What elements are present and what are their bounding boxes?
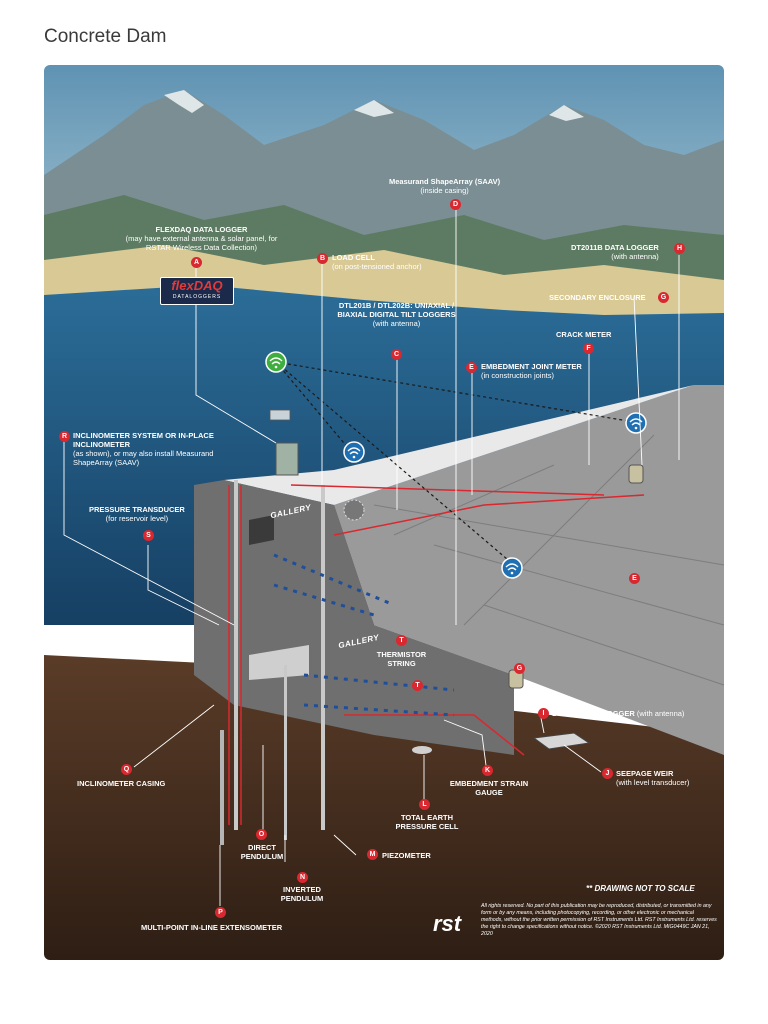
label-c: DTL201B / DTL202B: UNIAXIAL / BIAXIAL DI…	[337, 301, 456, 328]
ground	[44, 655, 724, 960]
label-r: INCLINOMETER SYSTEM or IN-PLACE INCLINOM…	[73, 431, 214, 467]
secondary-enclosure-upper	[628, 464, 644, 484]
pendulum-wire	[284, 665, 287, 840]
badge-d: D	[450, 199, 461, 210]
wifi-icon	[265, 351, 287, 373]
badge-t: T	[396, 635, 407, 646]
badge-i: I	[538, 708, 549, 719]
wifi-icon	[501, 557, 523, 579]
badge-c: C	[391, 349, 402, 360]
label-p: MULTI-POINT IN-LINE EXTENSOMETER	[141, 923, 283, 932]
label-l: TOTAL EARTH PRESSURE CELL	[395, 813, 459, 831]
signal-cables	[228, 484, 645, 825]
label-t: THERMISTOR STRING	[376, 650, 427, 668]
wireless-links	[275, 361, 635, 566]
page-title: Concrete Dam	[44, 26, 167, 47]
solar-panel	[269, 409, 291, 421]
scale-note: ** DRAWING NOT TO SCALE	[586, 884, 695, 893]
badge-g-2: G	[514, 663, 525, 674]
badge-o: O	[256, 829, 267, 840]
lower-gallery-opening	[249, 645, 309, 680]
wifi-icon	[625, 412, 647, 434]
data-logger-enclosure	[275, 442, 299, 476]
dam-joint-lines	[373, 434, 724, 686]
badge-g: G	[658, 292, 669, 303]
badge-q: Q	[121, 764, 132, 775]
badge-r: R	[59, 431, 70, 442]
copyright-notice: All rights reserved. No part of this pub…	[481, 903, 717, 937]
badge-f: F	[583, 343, 594, 354]
label-k: EMBEDMENT STRAIN GAUGE	[449, 779, 529, 797]
badge-n: N	[297, 872, 308, 883]
label-j: SEEPAGE WEIR(with level transducer)	[616, 769, 690, 787]
snow-caps	[164, 90, 584, 121]
upper-gallery-opening	[249, 515, 274, 545]
label-d: Measurand ShapeArray (SAAV)(inside casin…	[389, 177, 501, 195]
flexdaq-brand: flexDAQ	[171, 278, 223, 293]
label-o: DIRECT PENDULUM	[240, 843, 284, 861]
seepage-weir-shape	[532, 732, 591, 750]
leader-lines	[63, 205, 680, 906]
label-f: CRACK METER	[556, 330, 612, 339]
wifi-icon	[343, 441, 365, 463]
label-b: LOAD CELL(on post-tensioned anchor)	[332, 253, 422, 271]
label-n: INVERTED PENDULUM	[280, 885, 324, 903]
thermistor-strings	[273, 553, 455, 717]
inclinometer-casing-shape	[234, 480, 238, 830]
badge-s: S	[143, 530, 154, 541]
dam-crest	[224, 385, 694, 505]
badge-h: H	[674, 243, 685, 254]
pressure-cell-shape	[412, 746, 432, 754]
load-cell-anchor-shape	[321, 485, 325, 830]
badge-p: P	[215, 907, 226, 918]
dam-diagram: GALLERY GALLERY flexDAQ DATALOGGERS FLEX…	[44, 65, 724, 960]
badge-e-2: E	[629, 573, 640, 584]
label-a: FLEXDAQ DATA LOGGER (may have external a…	[125, 225, 278, 252]
label-e: EMBEDMENT JOINT METER(in construction jo…	[481, 362, 582, 380]
label-m: PIEZOMETER	[382, 851, 431, 860]
rst-logo: rst	[433, 911, 462, 936]
label-g: SECONDARY ENCLOSURE	[549, 293, 646, 302]
badge-m: M	[367, 849, 378, 860]
label-i: DT4205 DATA LOGGER (with antenna)	[552, 709, 685, 718]
dam-cross-section	[194, 480, 514, 755]
dam-illustration	[44, 65, 724, 960]
tilt-logger	[343, 499, 365, 521]
label-q: INCLINOMETER CASING	[77, 779, 166, 788]
badge-k: K	[482, 765, 493, 776]
flexdaq-sub: DATALOGGERS	[172, 294, 222, 300]
dam-downstream-face	[334, 385, 724, 755]
badge-l: L	[419, 799, 430, 810]
flexdaq-logo: flexDAQ DATALOGGERS	[160, 277, 234, 305]
badge-e: E	[466, 362, 477, 373]
extensometer-shape	[220, 730, 224, 845]
badge-j: J	[602, 768, 613, 779]
badge-a: A	[191, 257, 202, 268]
label-s: PRESSURE TRANSDUCER(for reservoir level)	[89, 505, 185, 523]
label-h: DT2011B DATA LOGGER(with antenna)	[571, 243, 659, 261]
badge-t-2: T	[412, 680, 423, 691]
badge-b: B	[317, 253, 328, 264]
